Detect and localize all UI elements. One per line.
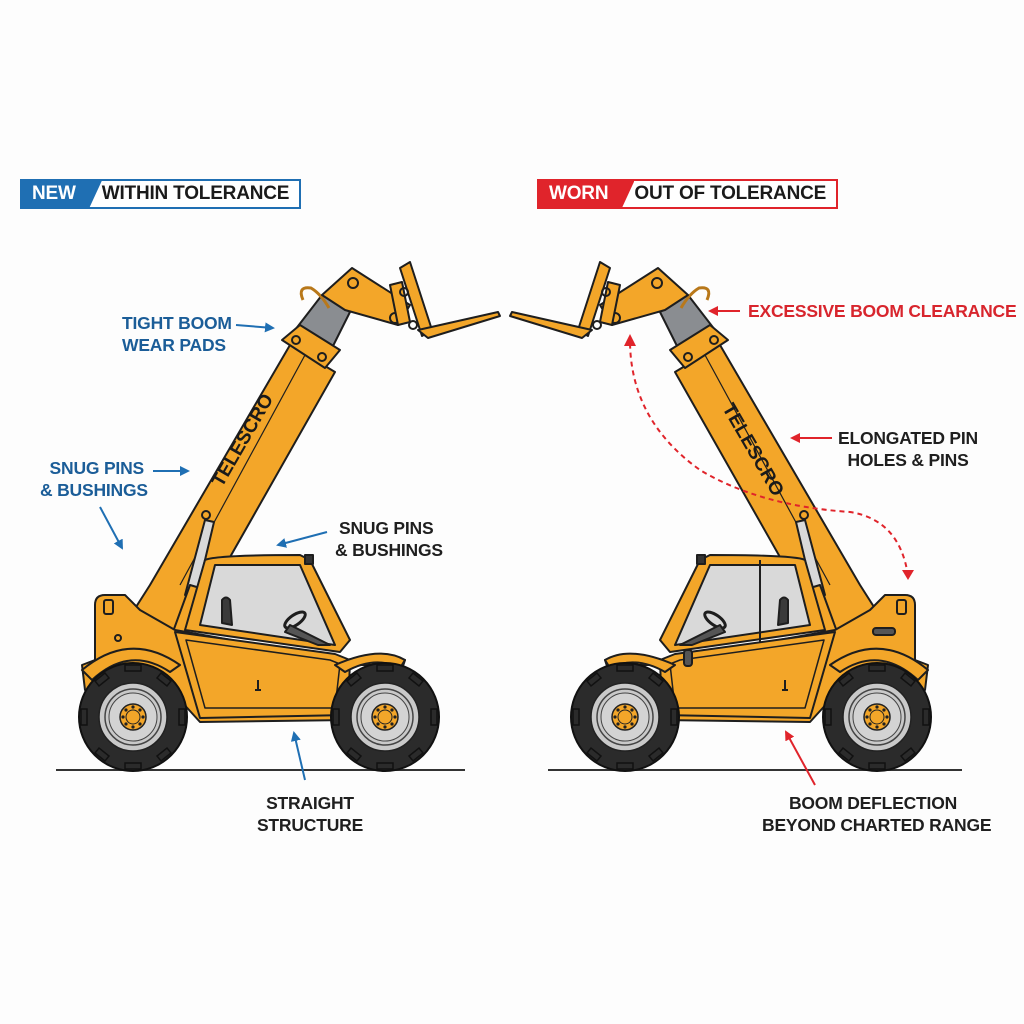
wheel-rear-right [822,662,932,772]
arrow-pins-base [99,506,123,550]
worn-telehandler [509,261,929,723]
wheel-front-left [330,662,440,772]
arrow-straight-structure [290,731,306,781]
dashed-arc-arrowhead-bottom [902,570,914,580]
wheel-front-right [570,662,680,772]
callout-straight-structure: STRAIGHT STRUCTURE [256,793,364,835]
callout-snug-pins-boom: SNUG PINS & BUSHINGS [40,458,148,500]
badge-tag-worn: WORN [539,181,634,207]
arrow-pins-cab [276,531,328,548]
dashed-arc-arrowhead-top [624,334,636,346]
worn-out-of-tolerance-badge: WORN OUT OF TOLERANCE [537,179,839,209]
callout-elongated-pin-holes: ELONGATED PIN HOLES & PINS [838,428,978,470]
callout-snug-pins-cab: SNUG PINS & BUSHINGS [335,518,443,560]
new-within-tolerance-badge: NEW WITHIN TOLERANCE [20,179,302,209]
callout-boom-deflection: BOOM DEFLECTION BEYOND CHARTED RANGE [762,793,992,835]
arrow-wear-pads [235,322,275,333]
callout-tight-boom-wear-pads: TIGHT BOOM WEAR PADS [122,313,232,355]
badge-tag-new: NEW [22,181,102,207]
badge-text-within-tolerance: WITHIN TOLERANCE [101,183,290,204]
badge-text-out-of-tolerance: OUT OF TOLERANCE [634,183,827,204]
arrow-boom-deflection [785,730,816,786]
wheel-rear-left [78,662,188,772]
callout-excessive-boom-clearance: EXCESSIVE BOOM CLEARANCE [748,301,1017,321]
